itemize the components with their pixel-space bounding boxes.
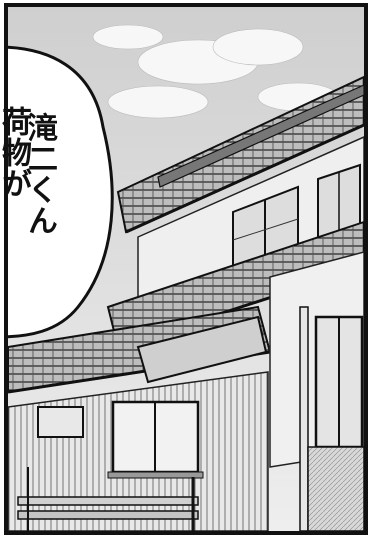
small-left-window <box>37 406 84 438</box>
ground-pipes <box>17 467 199 531</box>
house-illustration <box>8 7 364 531</box>
upper-window-right <box>317 163 361 243</box>
speech-bubble <box>8 45 114 339</box>
right-siding <box>307 446 364 531</box>
right-window <box>314 315 364 449</box>
drain-pipe <box>299 306 309 531</box>
upper-roof-ridge <box>157 84 364 188</box>
lower-window <box>107 400 204 479</box>
manga-panel <box>4 3 368 535</box>
roof-slab <box>136 315 268 384</box>
